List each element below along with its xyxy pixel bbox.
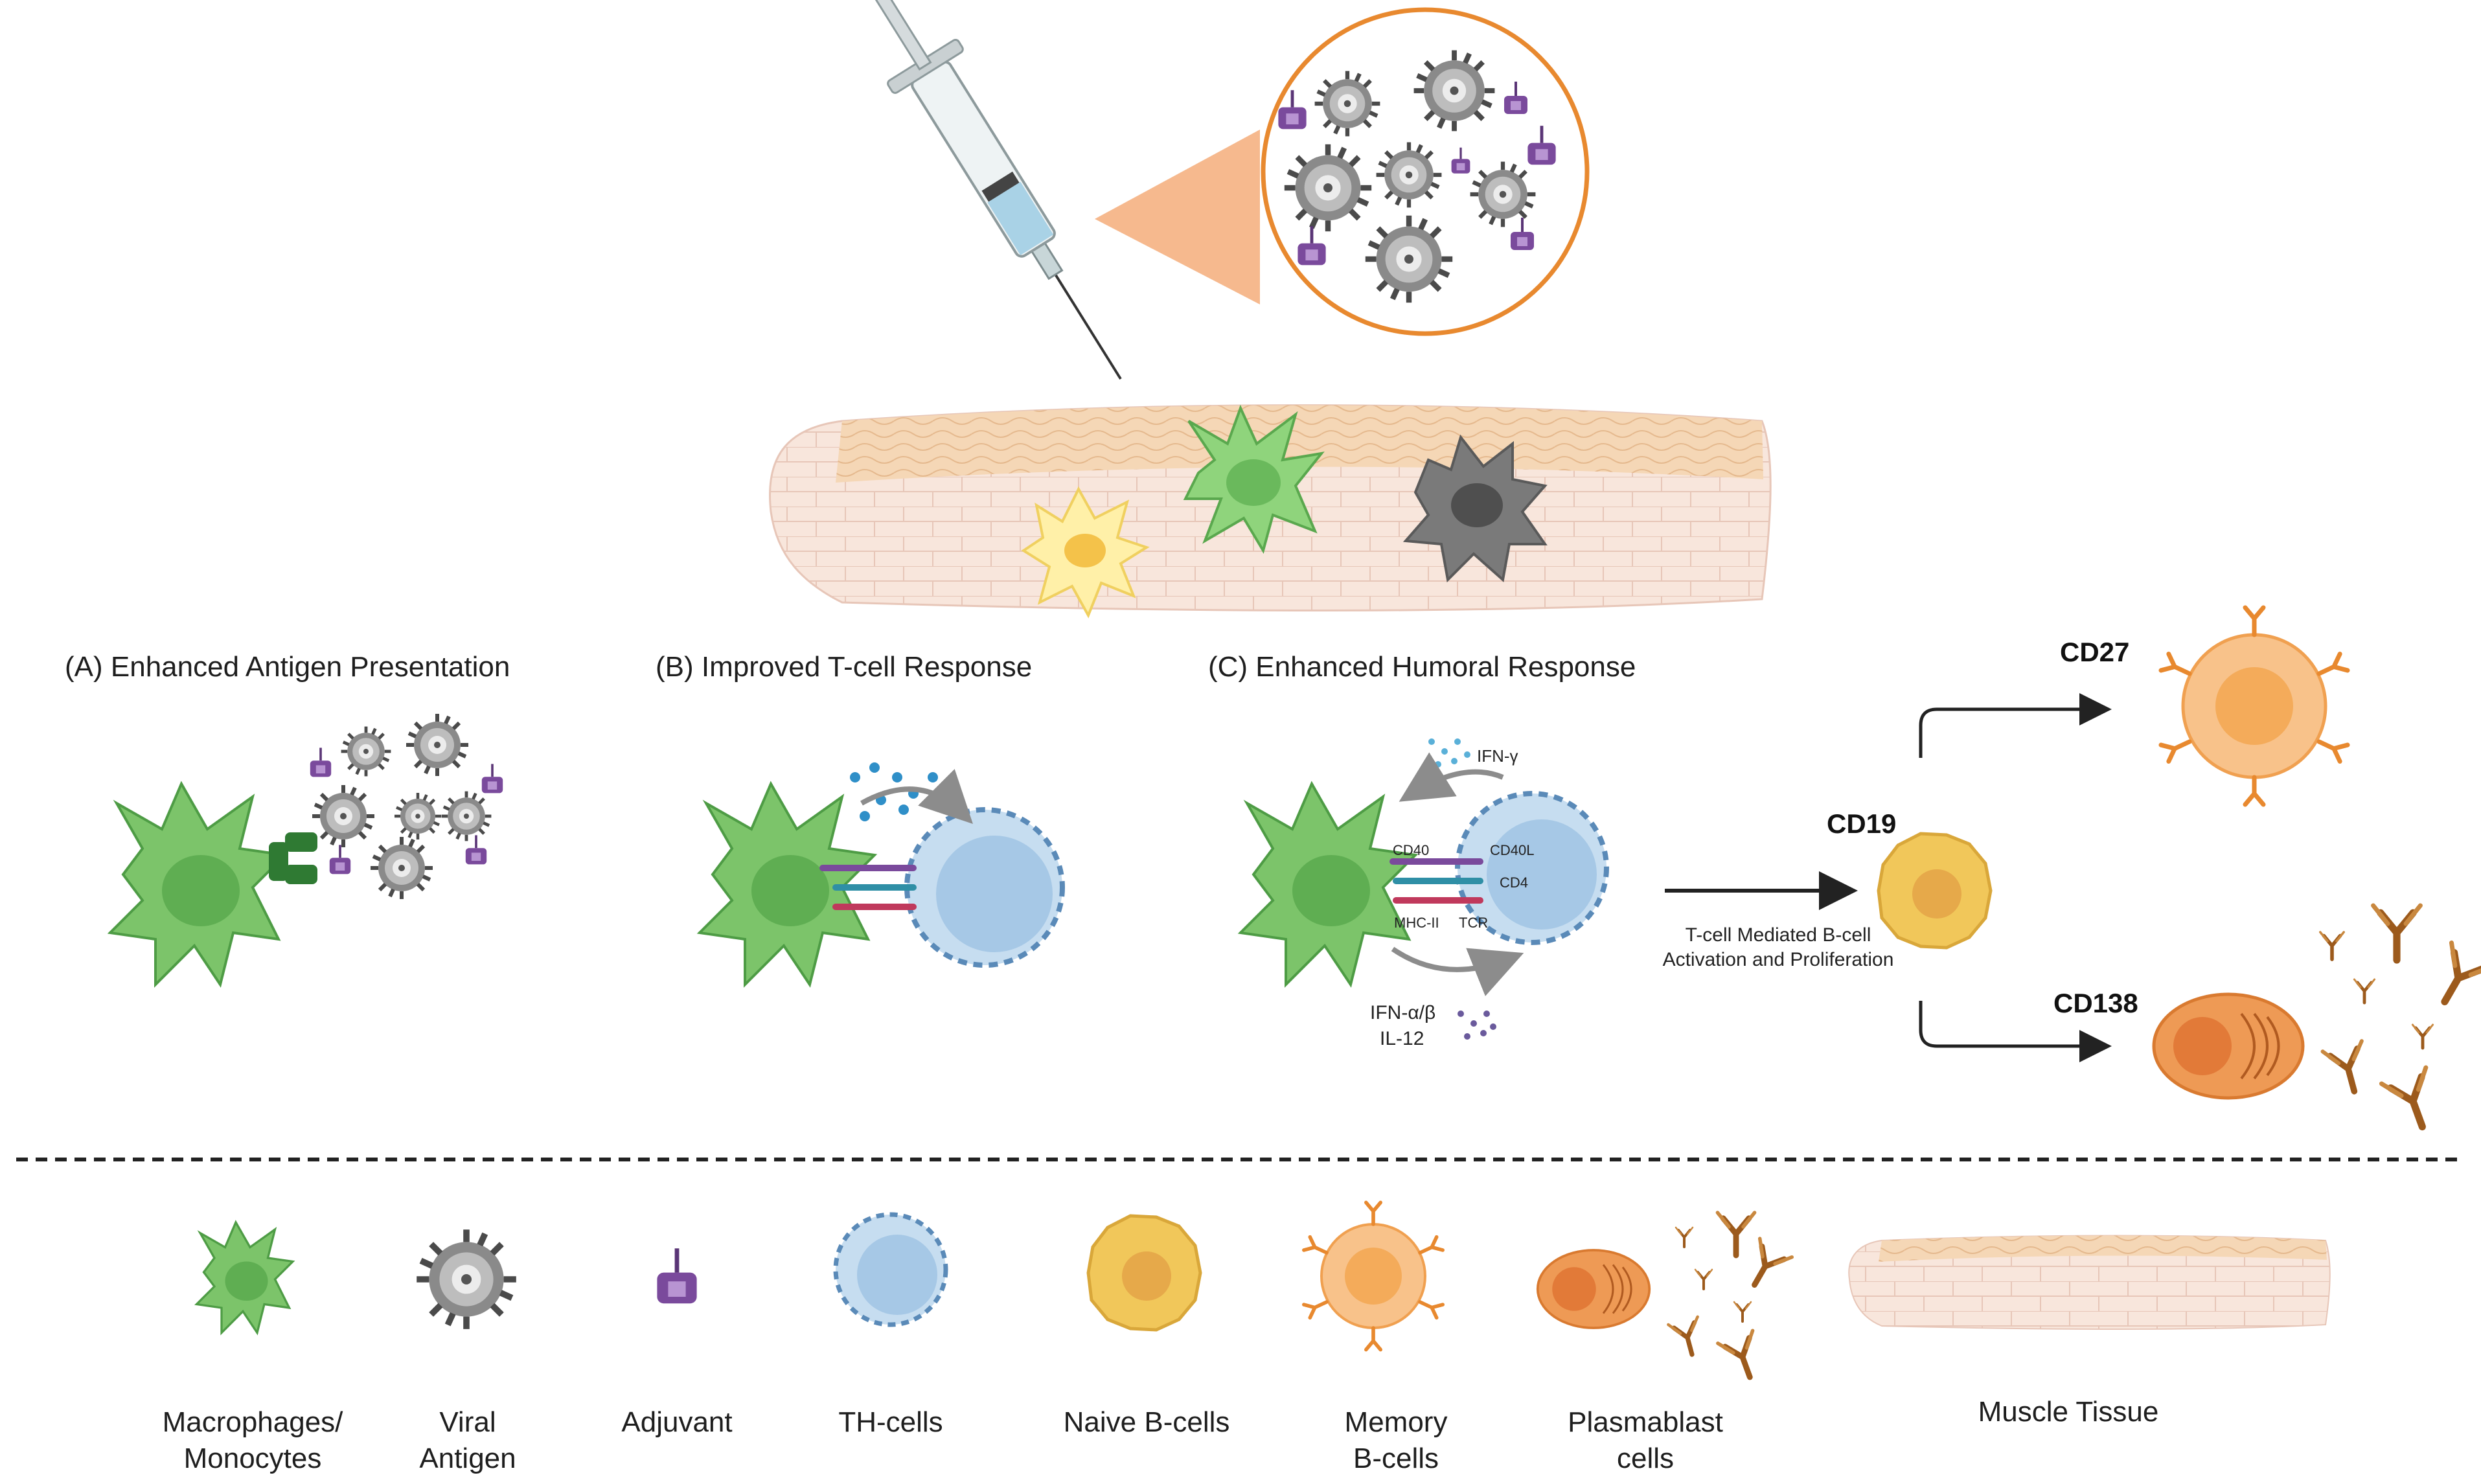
section-c-graphic — [1237, 738, 1609, 1040]
tissue-green-cell — [1183, 404, 1325, 554]
legend-plasmablast-icon — [1536, 1249, 1651, 1329]
ifn-ab-dots — [1458, 1010, 1496, 1040]
ifn-ab-label: IFN-α/β — [1370, 1002, 1436, 1023]
tcr-label: TCR — [1459, 915, 1489, 931]
legend-naive-b-icon — [1086, 1214, 1202, 1332]
cd19-label: CD19 — [1827, 808, 1897, 839]
legend-label-th-cells: TH-cells — [838, 1406, 943, 1438]
antibody-cluster — [2320, 906, 2481, 1135]
magnify-cone — [1095, 130, 1260, 304]
legend-muscle-tissue-icon — [1848, 1235, 2331, 1330]
cd138-label: CD138 — [2053, 988, 2138, 1018]
legend-memory-b-icon — [1304, 1202, 1443, 1349]
memory-b-cell-icon — [2161, 608, 2348, 805]
legend-th-cell-icon — [833, 1212, 948, 1327]
branch-arrow-cd138 — [1919, 1001, 2112, 1062]
activation-line1: T-cell Mediated B-cell — [1685, 924, 1871, 946]
plasmablast-icon — [2152, 992, 2305, 1100]
tissue-gray-cell — [1402, 434, 1548, 583]
th-cell-icon — [904, 807, 1065, 968]
naive-b-cell-icon — [1877, 832, 1993, 950]
activation-line2: Activation and Proliferation — [1662, 949, 1894, 970]
th-cell-icon — [1455, 791, 1609, 945]
il12-label: IL-12 — [1380, 1028, 1424, 1049]
vaccine-zoom-circle — [1261, 7, 1590, 336]
ifn-gamma-label: IFN-γ — [1477, 746, 1518, 766]
legend-virus-icon — [417, 1229, 516, 1329]
section-a-title: (A) Enhanced Antigen Presentation — [65, 651, 510, 683]
tissue-yellow-cell — [1021, 486, 1150, 619]
syringe-icon — [860, 0, 1122, 380]
cd4-label: CD4 — [1500, 874, 1529, 891]
section-a-graphic — [107, 714, 505, 988]
legend-antibody-cluster — [1668, 1213, 1792, 1384]
legend-adjuvant-icon — [657, 1248, 696, 1303]
legend-label-muscle-tissue: Muscle Tissue — [1978, 1396, 2159, 1428]
ifn-gamma-dots — [1428, 738, 1470, 768]
legend-label-adjuvant: Adjuvant — [621, 1406, 733, 1438]
macrophage-icon — [1237, 781, 1419, 988]
activation-label: T-cell Mediated B-cell Activation and Pr… — [1642, 923, 1914, 972]
cd40-label: CD40 — [1393, 842, 1430, 858]
legend-macrophage-icon — [194, 1220, 295, 1336]
cd40l-label: CD40L — [1490, 842, 1535, 858]
legend-label-naive-b: Naive B-cells — [1063, 1406, 1230, 1438]
legend-label-macrophages: Macrophages/Monocytes — [162, 1406, 343, 1474]
section-b-title: (B) Improved T-cell Response — [656, 651, 1033, 683]
mhc2-label: MHC-II — [1394, 915, 1439, 931]
macrophage-icon — [107, 781, 288, 988]
macrophage-icon — [696, 781, 878, 988]
section-b-graphic — [696, 762, 1065, 988]
branch-arrow-cd27 — [1919, 693, 2112, 758]
section-c-title: (C) Enhanced Humoral Response — [1208, 651, 1636, 683]
cd27-label: CD27 — [2060, 637, 2130, 667]
